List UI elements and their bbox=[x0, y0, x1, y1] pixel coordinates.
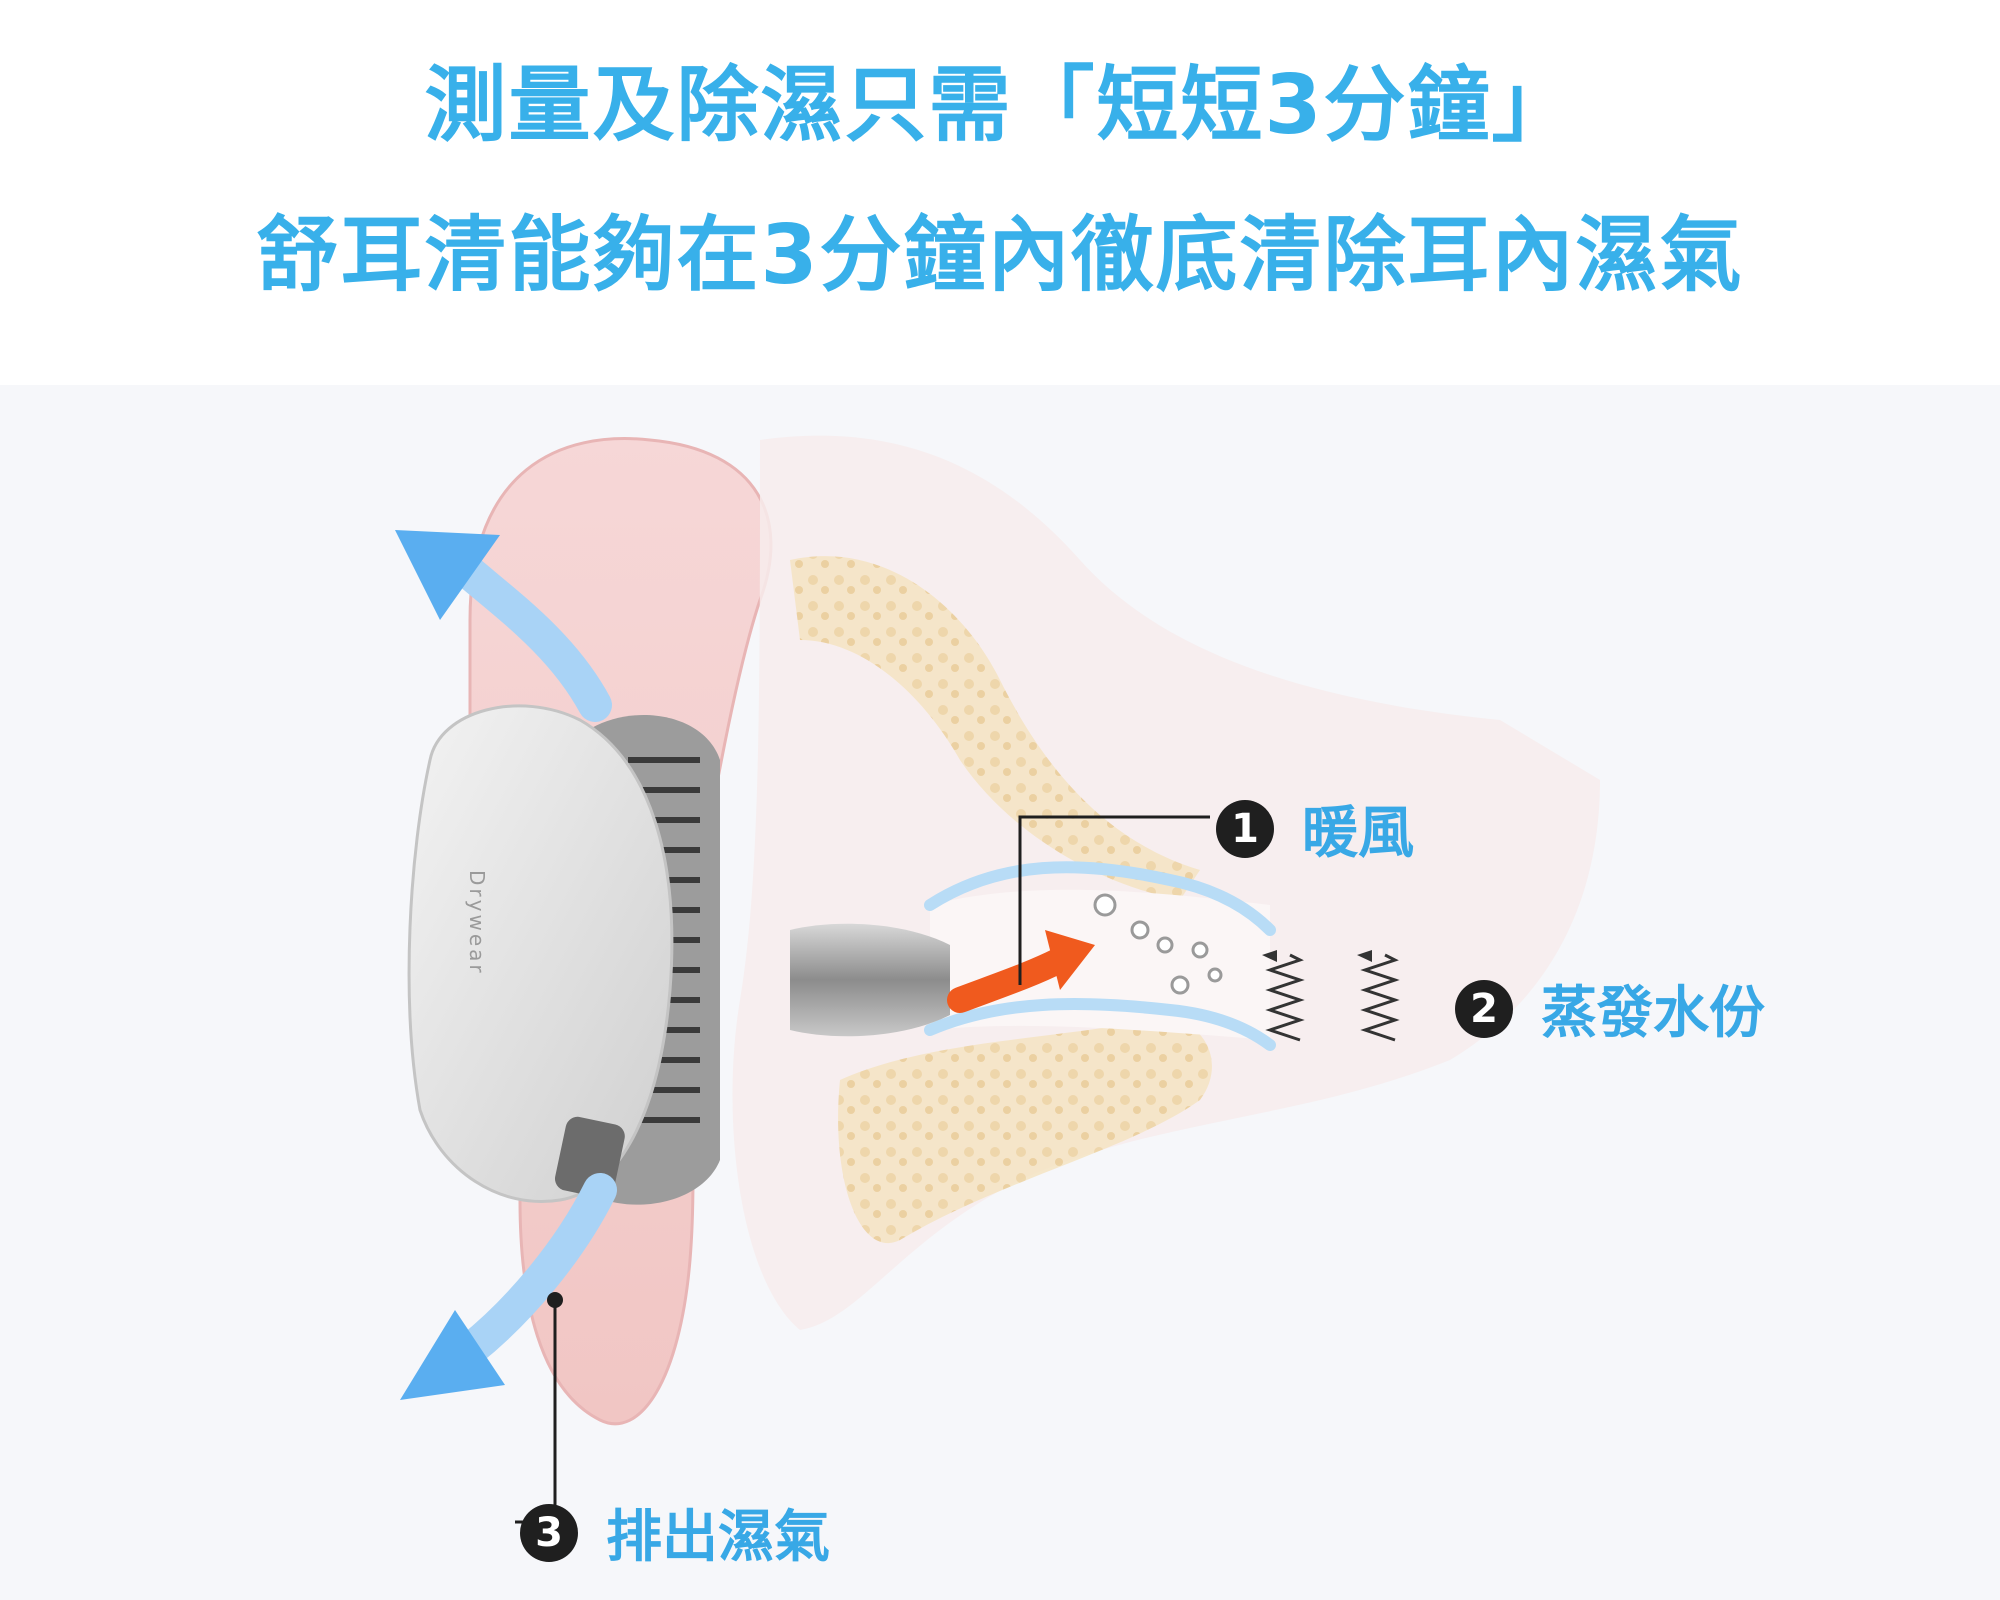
bone-lower bbox=[838, 1018, 1212, 1244]
device-brand-text: Drywear bbox=[465, 870, 489, 976]
airflow-arrowhead-down bbox=[400, 1310, 505, 1400]
evaporation-spring-2 bbox=[1360, 953, 1400, 1042]
warm-air-arrow bbox=[947, 947, 1073, 1013]
leader-dot-3 bbox=[547, 1292, 563, 1308]
airflow-arrowhead-up bbox=[395, 530, 500, 620]
evaporation-arrowhead-1 bbox=[1262, 950, 1277, 962]
step-3-text: 排出濕氣 bbox=[606, 1505, 830, 1570]
step-2-badge: 2 bbox=[1455, 979, 1513, 1038]
moisture-droplets bbox=[1093, 893, 1223, 995]
warm-air-arrowhead bbox=[1045, 930, 1095, 990]
step-1-badge: 1 bbox=[1216, 799, 1274, 858]
headline-line-1: 測量及除濕只需「短短3分鐘」 bbox=[424, 58, 1576, 153]
step-3-label: 3 排出濕氣 bbox=[520, 1492, 830, 1573]
evaporation-arrowhead-2 bbox=[1357, 950, 1372, 962]
step-2-text: 蒸發水份 bbox=[1541, 981, 1765, 1046]
step-1-text: 暖風 bbox=[1302, 801, 1414, 866]
leader-line-1 bbox=[1018, 815, 1210, 985]
headline-line-2: 舒耳清能夠在3分鐘內徹底清除耳內濕氣 bbox=[256, 208, 1744, 303]
step-3-badge: 3 bbox=[520, 1503, 578, 1562]
ear-dryer-device bbox=[407, 704, 950, 1205]
step-2-label: 2 蒸發水份 bbox=[1455, 968, 1765, 1049]
canal-airflow-lower bbox=[924, 998, 1276, 1051]
step-1-label: 1 暖風 bbox=[1216, 788, 1414, 869]
bone-upper bbox=[790, 556, 1200, 900]
airflow-arrow-down bbox=[453, 1173, 617, 1367]
evaporation-spring-1 bbox=[1265, 953, 1305, 1042]
airflow-arrow-up bbox=[438, 543, 612, 722]
canal-airflow-upper bbox=[924, 861, 1276, 936]
